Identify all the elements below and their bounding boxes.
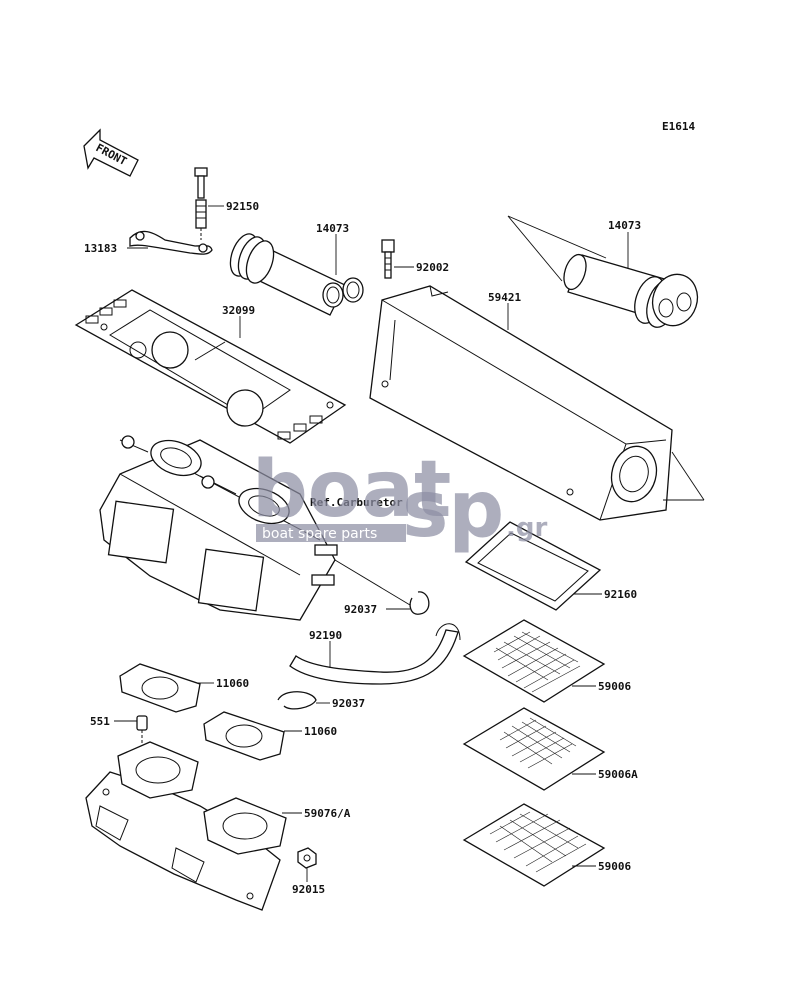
clamp-92037-bottom[interactable] bbox=[277, 691, 317, 710]
part-number-59006A[interactable]: 59006A bbox=[598, 768, 638, 781]
gasket-11060-top[interactable] bbox=[119, 663, 201, 713]
manifold-59076A[interactable] bbox=[85, 741, 287, 911]
seal-92160[interactable] bbox=[464, 521, 602, 611]
part-number-92037-bottom[interactable]: 92037 bbox=[332, 697, 365, 710]
nut-92015[interactable] bbox=[297, 847, 317, 869]
carburetor-assembly[interactable] bbox=[99, 434, 338, 621]
bolt-92002[interactable] bbox=[381, 239, 395, 279]
gasket-32099[interactable] bbox=[74, 289, 347, 444]
reference-carburetor: Ref.Carburetor bbox=[310, 496, 403, 509]
bracket-13183[interactable] bbox=[129, 230, 213, 255]
part-number-92190[interactable]: 92190 bbox=[309, 629, 342, 642]
intake-tube-14073-right[interactable] bbox=[560, 252, 704, 332]
watermark-logo: boat sp .gr boat spare parts bbox=[252, 445, 547, 555]
part-number-92037-top[interactable]: 92037 bbox=[344, 603, 377, 616]
intake-box-59421[interactable] bbox=[369, 285, 673, 521]
part-number-13183[interactable]: 13183 bbox=[84, 242, 117, 255]
watermark-tagline: boat spare parts bbox=[262, 526, 377, 542]
screen-59006-top[interactable] bbox=[462, 619, 606, 703]
dowel-551[interactable] bbox=[136, 715, 148, 748]
part-number-59076A[interactable]: 59076/A bbox=[304, 807, 351, 820]
diagram-code: E1614 bbox=[662, 120, 695, 133]
part-number-92150[interactable]: 92150 bbox=[226, 200, 259, 213]
part-number-92002[interactable]: 92002 bbox=[416, 261, 449, 274]
part-number-59006-top[interactable]: 59006 bbox=[598, 680, 631, 693]
clamp-92037-top[interactable] bbox=[409, 591, 430, 615]
part-number-11060-bottom[interactable]: 11060 bbox=[304, 725, 337, 738]
watermark-brand-left: boat bbox=[252, 445, 451, 535]
part-number-14073-right[interactable]: 14073 bbox=[608, 219, 641, 232]
part-number-551[interactable]: 551 bbox=[90, 715, 110, 728]
gasket-11060-bottom[interactable] bbox=[203, 711, 285, 761]
front-arrow-icon: FRONT bbox=[83, 128, 139, 177]
watermark-tagline-bar bbox=[256, 524, 406, 542]
screen-59006A[interactable] bbox=[462, 707, 606, 791]
bolt-92150[interactable] bbox=[194, 167, 208, 240]
watermark-brand-right: sp bbox=[402, 465, 504, 555]
hose-92190[interactable] bbox=[289, 623, 461, 685]
part-number-59006-bottom[interactable]: 59006 bbox=[598, 860, 631, 873]
part-number-11060-top[interactable]: 11060 bbox=[216, 677, 249, 690]
screen-59006-bottom[interactable] bbox=[462, 803, 606, 887]
part-number-92015[interactable]: 92015 bbox=[292, 883, 325, 896]
part-number-59421[interactable]: 59421 bbox=[488, 291, 521, 304]
part-number-92160[interactable]: 92160 bbox=[604, 588, 637, 601]
intake-tube-14073-left[interactable] bbox=[225, 230, 364, 316]
watermark-suffix: .gr bbox=[506, 513, 547, 543]
part-number-14073-left[interactable]: 14073 bbox=[316, 222, 349, 235]
part-number-32099[interactable]: 32099 bbox=[222, 304, 255, 317]
